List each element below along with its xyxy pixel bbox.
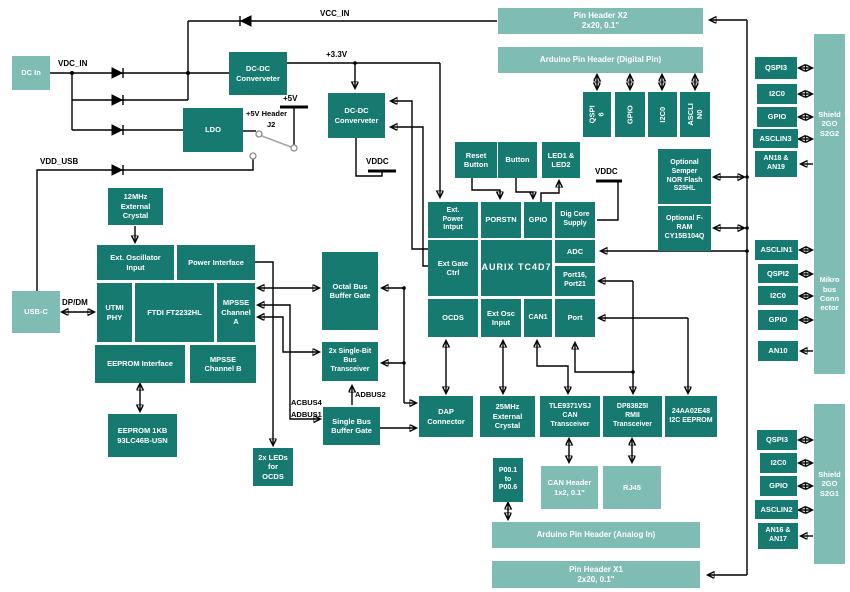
- block-gpio-mikrobus: GPIO: [758, 310, 798, 330]
- block-port: Port: [555, 299, 595, 337]
- block-dcdc-converter-1: DC-DC Converveter: [229, 52, 287, 95]
- block-pin-header-x1: Pin Header X1 2x20, 0.1": [492, 561, 700, 588]
- power-wires: [36, 15, 622, 291]
- button-led-wires: [471, 178, 559, 202]
- block-dcdc-converter-2: DC-DC Converveter: [328, 93, 385, 138]
- net-label-5v-header: +5V Header: [246, 109, 288, 118]
- block-i2c0-s2g1: I2C0: [760, 453, 797, 473]
- block-qspi3-s2g2: QSPI3: [755, 57, 797, 79]
- block-ext-power-input: Ext. Power Intput: [428, 202, 478, 238]
- power-rail-icon: [280, 105, 622, 183]
- block-octal-bus-buffer-gate: Octal Bus Buffer Gate: [322, 252, 378, 330]
- net-label-vcc-in: VCC_IN: [320, 9, 350, 18]
- block-gpio-s2g1: GPIO: [760, 476, 797, 496]
- net-label-adbus2: ADBUS2: [355, 390, 386, 399]
- qspi6-label: QSPI 6: [587, 105, 606, 124]
- block-semper-nor-flash: Optional Semper NOR Flash S25HL: [658, 149, 711, 204]
- block-port16-port21: Port16, Port21: [555, 266, 595, 296]
- block-dp83825-rmii-transceiver: DP83825I RMII Transceiver: [603, 396, 662, 437]
- block-gpio-top: GPIO: [524, 202, 552, 238]
- net-label-acbus4: ACBUS4: [291, 398, 322, 407]
- block-ocds: OCDS: [428, 299, 478, 337]
- block-ftdi-ft2232hl: FTDI FT2232HL: [135, 283, 214, 342]
- block-2x-leds-ocds: 2x LEDs for OCDS: [253, 448, 293, 486]
- block-rj45: RJ45: [603, 466, 661, 509]
- net-label-adbus1: ADBUS1: [291, 410, 322, 419]
- block-dig-core-supply: Dig Core Supply: [555, 202, 595, 238]
- block-12mhz-crystal: 12MHz External Crystal: [108, 188, 163, 225]
- block-reset-button: Reset Button: [455, 142, 497, 178]
- jumper-pin-icon: [249, 130, 298, 160]
- header-port-wires: [597, 75, 695, 89]
- net-label-vddc-2: VDDC: [595, 167, 618, 176]
- block-dc-in: DC In: [12, 56, 50, 90]
- block-single-bus-buffer-gate: Single Bus Buffer Gate: [323, 407, 380, 445]
- block-24aa02e48-eeprom: 24AA02E48 I2C EEPROM: [665, 396, 717, 437]
- diode-icon: [111, 15, 252, 176]
- block-ext-osc-input: Ext Osc Input: [481, 299, 521, 337]
- block-ldo: LDO: [183, 108, 243, 152]
- block-power-interface: Power Interface: [177, 245, 255, 280]
- block-fram: Optional F- RAM CY15B104Q: [658, 206, 711, 251]
- block-25mhz-crystal: 25MHz External Crystal: [480, 396, 535, 437]
- block-arduino-analog-header: Arduino Pin Header (Analog In): [492, 522, 700, 548]
- block-eeprom-interface: EEPROM Interface: [95, 345, 185, 383]
- block-shield-2go-s2g1: Shield 2GO S2G1: [814, 404, 845, 564]
- block-ext-gate-ctrl: Ext Gate Ctrl: [428, 240, 478, 296]
- block-usb-c: USB-C: [12, 291, 60, 333]
- shield-connector-wires: [799, 68, 813, 536]
- ftdi-bus-wires: [62, 226, 416, 445]
- net-label-vdc-in: VDC_IN: [58, 59, 88, 68]
- net-label-vdd-usb: VDD_USB: [40, 157, 79, 166]
- block-p00-pins: P00.1 to P00.6: [493, 458, 523, 502]
- mcu-peripheral-wires: [446, 281, 688, 519]
- i2c0-port-label: I2C0: [657, 106, 667, 123]
- block-an10: AN10: [758, 341, 798, 361]
- junction-dot: [70, 61, 357, 75]
- block-asclin3: ASCLIN3: [753, 129, 798, 148]
- block-qspi2: QSPI2: [758, 264, 798, 283]
- block-mikrobus-connector: Mikro bus Conn ector: [814, 214, 845, 374]
- block-button: Button: [498, 142, 537, 178]
- block-mpsse-channel-a: MPSSE Channel A: [217, 283, 255, 342]
- net-label-5v: +5V: [283, 94, 298, 103]
- block-qspi3-s2g1: QSPI3: [757, 430, 797, 450]
- block-eeprom-1kb: EEPROM 1KB 93LC46B-USN: [108, 414, 177, 457]
- gpio-port-label: GPIO: [625, 105, 635, 124]
- block-led1-led2: LED1 & LED2: [542, 142, 580, 178]
- net-label-vddc-1: VDDC: [366, 157, 389, 166]
- block-an18-an19: AN18 & AN19: [755, 151, 797, 177]
- block-asclin1: ASCLIN1: [755, 240, 798, 260]
- block-porstn: PORSTN: [481, 202, 521, 238]
- block-dap-connector: DAP Connector: [419, 396, 473, 437]
- block-ext-oscillator-input: Ext. Oscillator Input: [97, 245, 174, 280]
- net-label-3v3: +3.3V: [326, 50, 348, 59]
- block-tle9371-can-transceiver: TLE9371VSJ CAN Transceiver: [540, 396, 600, 437]
- block-asclin0-port: ASCLI N0: [680, 92, 710, 137]
- block-i2c0-port: I2C0: [648, 92, 677, 137]
- asclin0-label: ASCLI N0: [685, 103, 704, 126]
- block-can1: CAN1: [524, 299, 552, 337]
- block-mpsse-channel-b: MPSSE Channel B: [190, 345, 256, 383]
- block-an16-an17: AN16 & AN17: [758, 523, 798, 549]
- right-trunk-wires: [601, 20, 749, 575]
- net-label-dp-dm: DP/DM: [62, 298, 88, 307]
- block-adc: ADC: [555, 240, 595, 263]
- block-gpio-s2g2: GPIO: [757, 107, 797, 127]
- block-i2c0-s2g2: I2C0: [757, 84, 797, 104]
- block-2x-single-bit-transceiver: 2x Single-Bit Bus Transceiver: [322, 342, 378, 381]
- block-arduino-digital-header: Arduino Pin Header (Digital Pin): [498, 47, 703, 73]
- block-pin-header-x2: Pin Header X2 2x20, 0.1": [498, 8, 703, 34]
- net-label-j2: J2: [267, 120, 276, 129]
- block-aurix-tc4d7: AURIX TC4D7: [481, 240, 552, 296]
- block-asclin2: ASCLIN2: [755, 500, 798, 519]
- block-qspi6-port: QSPI 6: [583, 92, 611, 137]
- block-i2c0-mikrobus: I2C0: [758, 286, 798, 305]
- block-utmi-phy: UTMI PHY: [97, 283, 132, 342]
- block-shield-2go-s2g2: Shield 2GO S2G2: [814, 34, 845, 214]
- block-can-header: CAN Header 1x2, 0.1": [541, 466, 598, 509]
- block-gpio-port: GPIO: [615, 92, 645, 137]
